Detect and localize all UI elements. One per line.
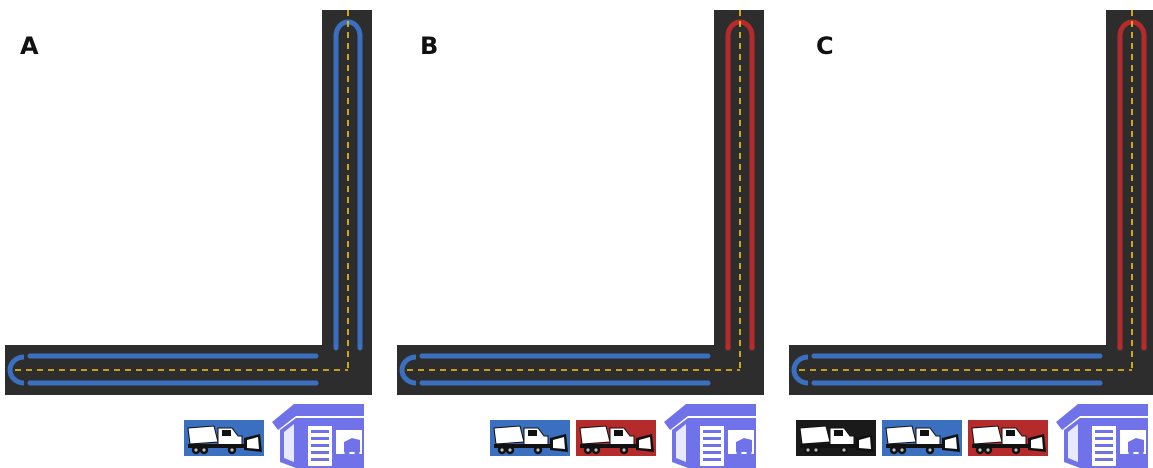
road-horizontal — [789, 345, 1153, 395]
snowplow-truck-icon — [968, 420, 1048, 456]
panel-a: A — [0, 0, 384, 468]
road-horizontal — [5, 345, 372, 395]
garage-icon — [272, 404, 364, 468]
route-diagram — [5, 10, 372, 468]
road-horizontal — [397, 345, 764, 395]
garage-icon — [1056, 404, 1148, 468]
panel-label: B — [420, 32, 439, 60]
road-vertical — [322, 10, 372, 395]
panel-b: B — [392, 0, 776, 468]
snowplow-truck-icon — [184, 420, 264, 456]
panel-c: C — [784, 0, 1153, 468]
route-uturn — [791, 354, 809, 386]
route-uturn — [399, 354, 417, 386]
panel-label: C — [816, 32, 834, 60]
route-diagram — [789, 10, 1153, 468]
garage-icon — [664, 404, 756, 468]
snowplow-truck-icon — [490, 420, 570, 456]
snowplow-truck-icon — [882, 420, 962, 456]
road-vertical — [714, 10, 764, 395]
snowplow-truck-icon — [576, 420, 656, 456]
panel-label: A — [20, 32, 39, 60]
route-uturn — [7, 354, 25, 386]
route-diagram — [397, 10, 764, 468]
snowplow-truck-icon — [796, 420, 876, 456]
